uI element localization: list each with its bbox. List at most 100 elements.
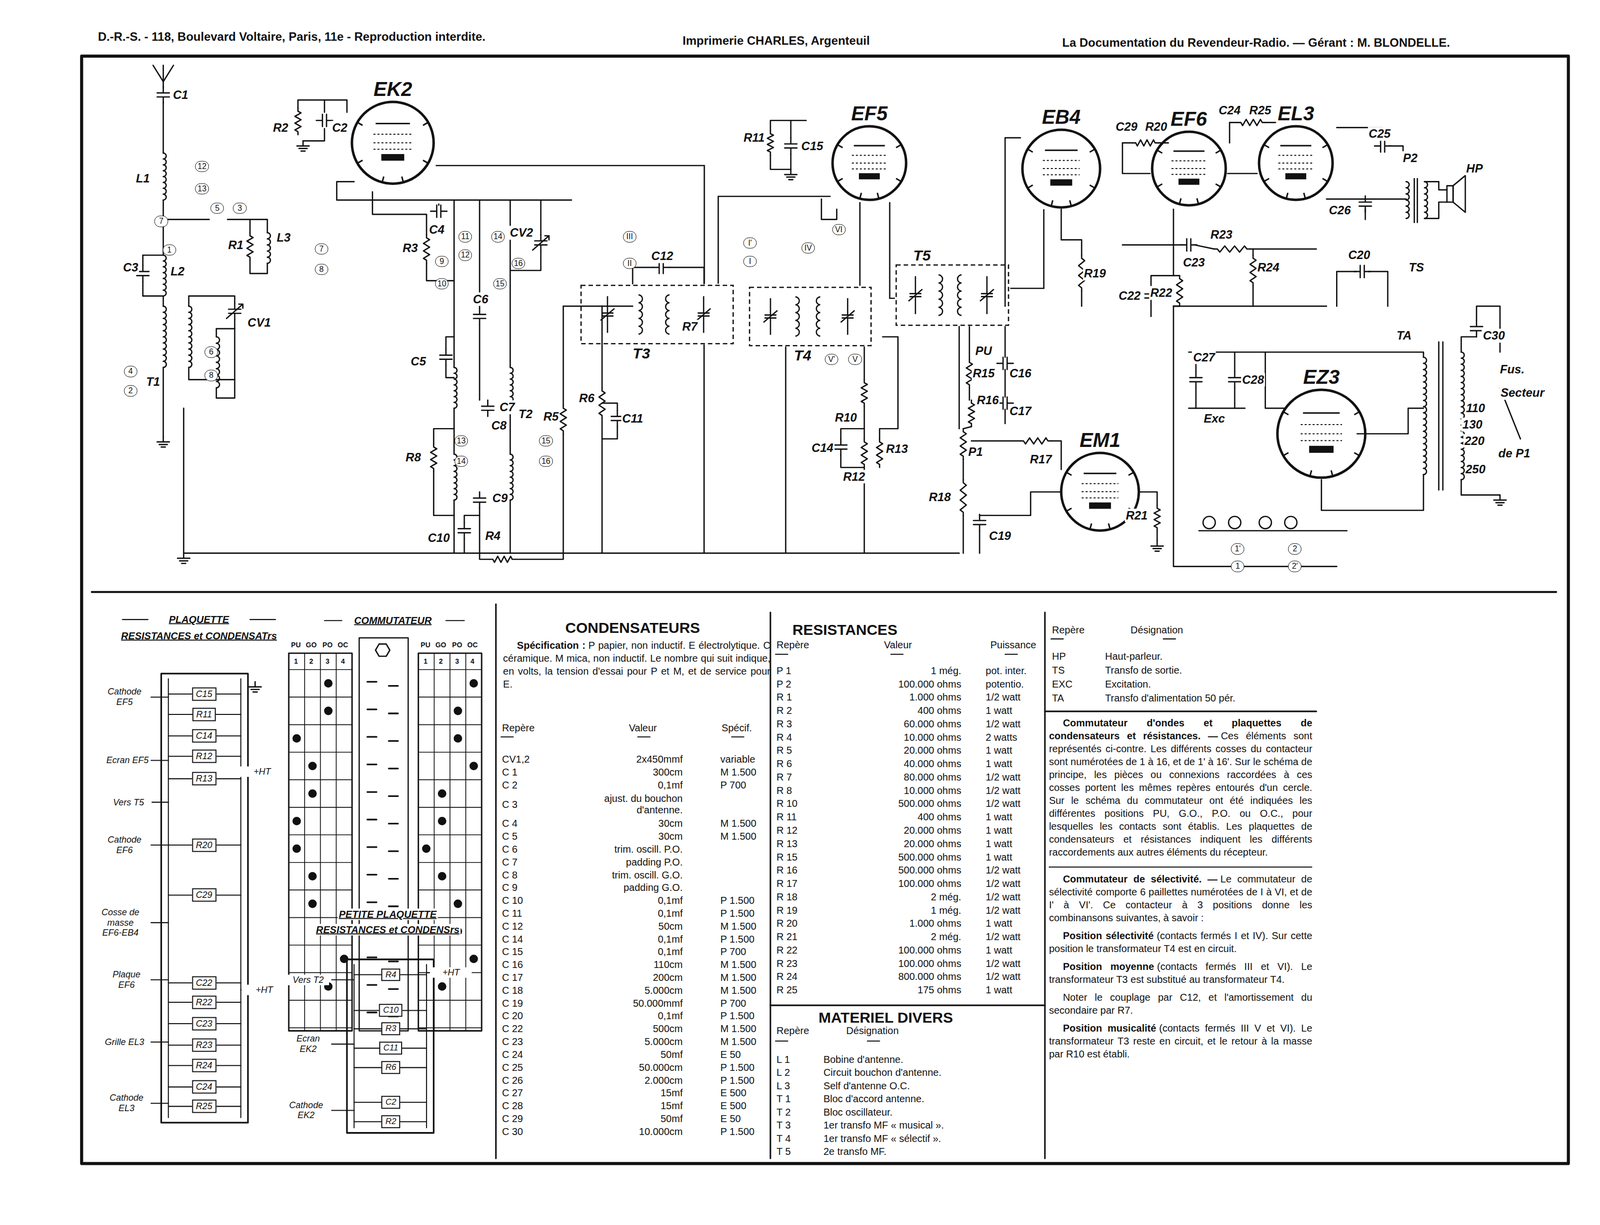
wire <box>331 979 354 981</box>
part-label: R1 <box>227 238 245 253</box>
part-label: C11 <box>621 411 645 426</box>
header-text: D.-R.-S. - 118, Boulevard Voltaire, Pari… <box>96 29 487 44</box>
contact-dot <box>324 707 332 715</box>
table-cell: T 5 <box>775 1145 792 1158</box>
table-cell: R 18 <box>775 890 799 903</box>
table-cell: R 11 <box>775 811 798 823</box>
transformer-drawing <box>579 283 735 345</box>
wire <box>509 251 541 271</box>
wire <box>1188 407 1246 410</box>
table-cell: 2.000cm <box>643 1074 684 1086</box>
part-label: L2 <box>169 264 186 279</box>
table-cell: C 8 <box>501 868 519 881</box>
table-cell: Excitation. <box>1103 678 1152 690</box>
table-cell: R 3 <box>775 717 793 730</box>
wire <box>388 988 398 990</box>
part-label: L3 <box>275 231 292 246</box>
capacitor-symbol <box>834 438 847 456</box>
wire <box>1227 172 1258 175</box>
capacitor-symbol <box>653 261 670 274</box>
callout-number: 3 <box>233 202 247 214</box>
table-cell: 80.000 ohms <box>902 770 963 783</box>
table-title: MATERIEL DIVERS <box>817 1009 955 1027</box>
table-cell: 10.000 ohms <box>902 731 963 743</box>
table-cell: 1 watt <box>984 757 1013 770</box>
wire <box>288 861 352 863</box>
resistor-symbol <box>876 438 883 468</box>
callout-number: 7 <box>314 243 329 255</box>
wire <box>775 1040 788 1042</box>
ground-symbol <box>177 553 190 564</box>
table-heading: Désignation <box>844 1024 900 1037</box>
capacitor-symbol <box>430 205 447 218</box>
part-label: C26 <box>1327 203 1352 218</box>
table-cell: 100.000 ohms <box>897 877 963 890</box>
table-cell: 2x450mmf <box>635 753 684 765</box>
table-cell: C 14 <box>501 932 524 945</box>
part-label: C25 <box>1367 126 1392 141</box>
coil-symbol <box>1461 351 1465 480</box>
table-cell: C 12 <box>501 920 524 932</box>
wire <box>297 99 347 113</box>
part-label: R21 <box>1124 508 1149 523</box>
table-cell: 1 watt <box>984 917 1013 929</box>
table-cell: 30cm <box>657 830 684 843</box>
wire <box>151 844 169 846</box>
callout-number: 2 <box>1288 543 1302 555</box>
note-paragraph: Position moyenne(contacts fermés III et … <box>1048 959 1313 986</box>
wire-connector <box>718 196 831 284</box>
page-frame <box>81 56 1569 1164</box>
resistor-symbol <box>767 130 774 156</box>
wire <box>1252 249 1255 255</box>
table-cell: 60.000 ohms <box>902 717 963 730</box>
wire <box>388 905 398 907</box>
contact-dot <box>470 679 478 687</box>
wire <box>769 612 771 1159</box>
wire <box>979 492 1062 516</box>
callout-number: 9 <box>434 255 449 267</box>
wire <box>240 678 242 1118</box>
table-cell: 2 még. <box>929 930 963 943</box>
contact-dot <box>470 762 478 770</box>
capacitor-symbol <box>1228 371 1242 388</box>
wire <box>770 155 791 170</box>
table-cell: 1 watt <box>984 837 1013 849</box>
callout-number: 7 <box>154 215 169 227</box>
table-cell: M 1.500 <box>719 830 758 843</box>
component-label: R20 <box>191 838 217 852</box>
wire <box>479 324 481 401</box>
coil-symbol <box>1423 357 1427 475</box>
table-cell: 300cm <box>651 766 684 778</box>
table-cell: M 1.500 <box>719 920 758 932</box>
table-cell: C 7 <box>501 855 519 868</box>
part-label: 220 <box>1463 433 1486 448</box>
wire <box>367 901 377 903</box>
component-label: C23 <box>191 1016 217 1031</box>
callout-number: 11 <box>458 231 473 243</box>
table-cell: 1 még. <box>929 664 963 676</box>
speaker-symbol <box>1446 185 1453 203</box>
wire <box>388 767 398 769</box>
callout-number: 6 <box>204 346 218 358</box>
table-heading: Repère <box>775 639 811 651</box>
table-cell: M 1.500 <box>719 971 758 984</box>
callout-number: 1' <box>1231 543 1245 555</box>
table-cell: 50mf <box>659 1048 684 1060</box>
wire <box>784 346 787 554</box>
table-cell: CV1,2 <box>501 753 531 765</box>
wire <box>323 99 326 113</box>
plaquette-title: PLAQUETTE <box>168 613 231 626</box>
table-cell: 1er transfo MF « sélectif ». <box>822 1132 943 1144</box>
note-paragraph: Position sélectivité(contacts fermés I e… <box>1048 928 1313 955</box>
table-cell: R 13 <box>775 837 799 849</box>
callout-number: 15 <box>539 435 553 447</box>
table-cell: trim. oscill. P.O. <box>613 843 684 855</box>
contact-dot <box>309 762 317 770</box>
wire <box>288 779 352 781</box>
tube-drawing <box>349 99 436 186</box>
coil-symbol <box>1424 181 1428 219</box>
wire <box>1442 341 1444 491</box>
coil-symbol <box>267 232 271 264</box>
part-label: R23 <box>1209 227 1234 242</box>
